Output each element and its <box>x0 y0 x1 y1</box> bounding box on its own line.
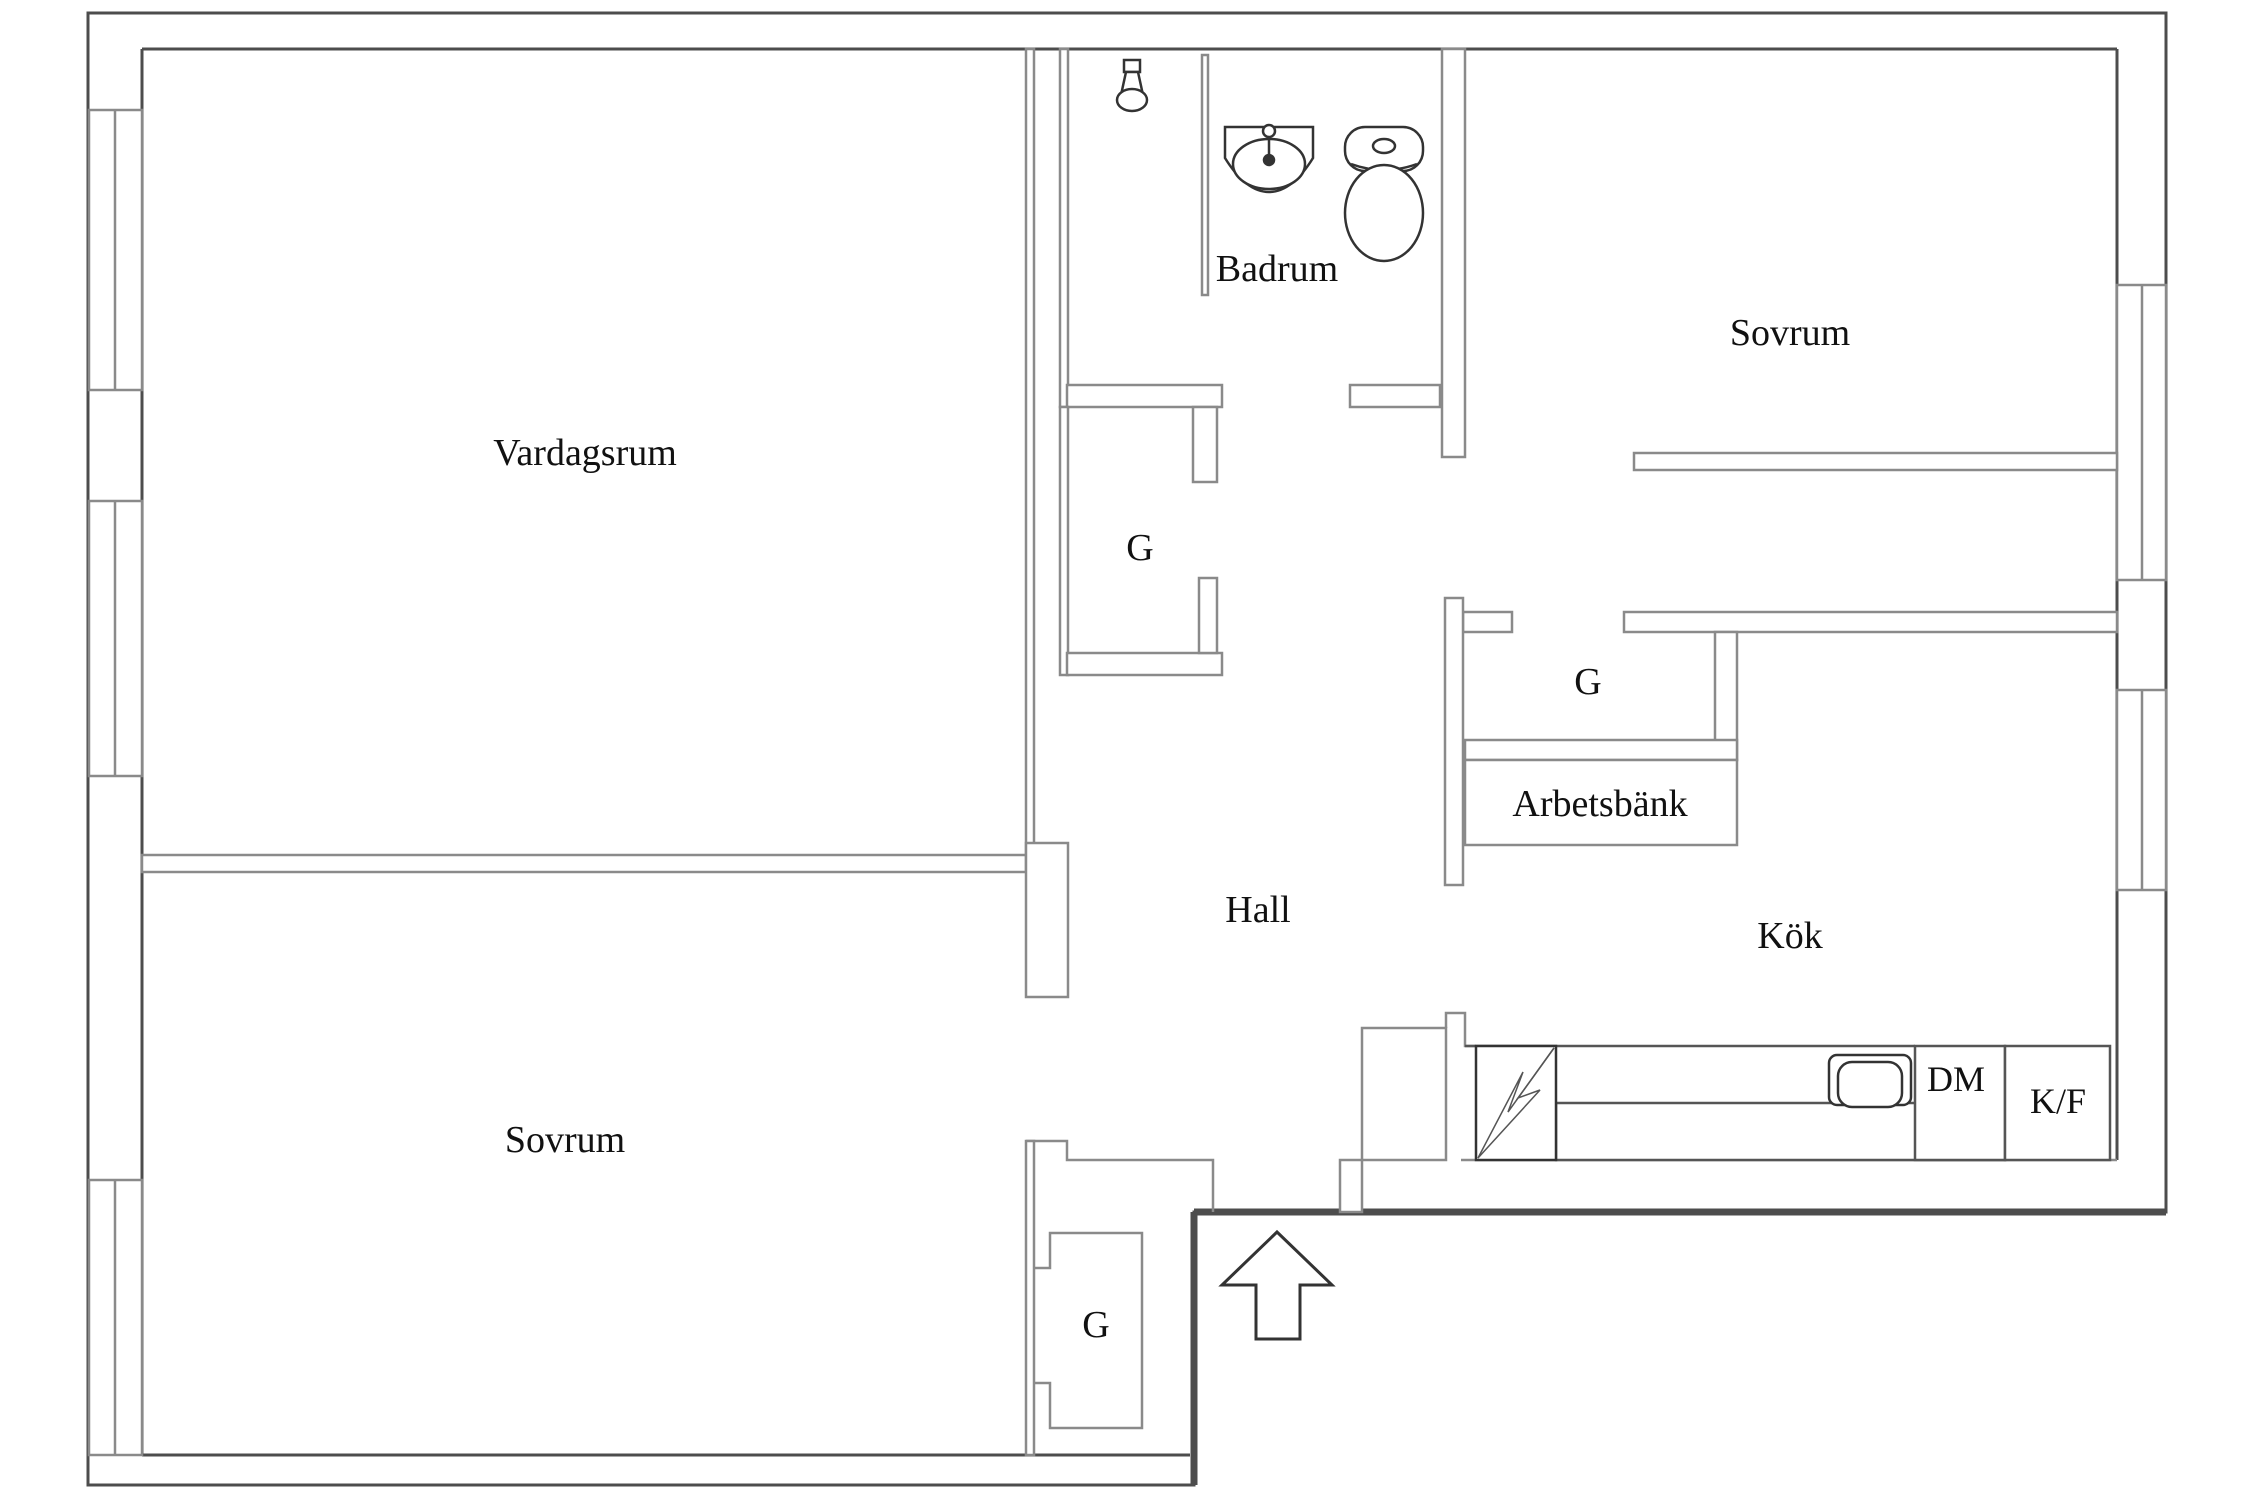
bathroom-fixtures <box>1115 58 1425 263</box>
label-closet-bedroom: G <box>1082 1304 1109 1346</box>
label-hall: Hall <box>1225 889 1290 931</box>
sink-icon <box>1223 123 1315 194</box>
label-workbench: Arbetsbänk <box>1512 783 1687 825</box>
window-marker-right-2 <box>2115 688 2168 892</box>
window-marker-left-2 <box>87 499 144 778</box>
workbench-box <box>1463 758 1739 847</box>
dishwasher-box <box>1913 1044 2007 1162</box>
wall-shower-partition <box>1200 53 1210 297</box>
shower-icon <box>1115 58 1149 113</box>
outer-walls <box>86 11 2168 1487</box>
label-bedroom-top: Sovrum <box>1730 312 1850 354</box>
wall-divider-livingroom-bedroom <box>140 853 1028 874</box>
label-fridge-freezer: K/F <box>2030 1081 2086 1121</box>
wall-kitchen-west <box>1443 596 1465 887</box>
room-labels: Vardagsrum Badrum Sovrum G G Arbetsbänk … <box>493 248 2086 1346</box>
window-marker-right-1 <box>2115 283 2168 582</box>
kitchen-counter <box>1465 1044 2112 1162</box>
entrance-arrow-icon <box>1218 1229 1336 1341</box>
wall-bedroomtop-south <box>1632 451 2119 472</box>
label-kitchen: Kök <box>1757 915 1822 957</box>
toilet-icon <box>1343 125 1425 263</box>
label-bedroom-bottom: Sovrum <box>505 1119 625 1161</box>
wall-bedroombottom-east <box>1024 1139 1036 1457</box>
label-closet-hall: G <box>1126 527 1153 569</box>
label-bathroom: Badrum <box>1216 248 1338 290</box>
label-closet-kitchen: G <box>1574 661 1601 703</box>
label-dishwasher: DM <box>1927 1059 1985 1099</box>
window-marker-left-1 <box>87 108 144 392</box>
interior-walls <box>140 47 2119 1457</box>
kitchen-sink-icon <box>1827 1053 1913 1109</box>
wall-bedroomtop-west <box>1440 47 1467 459</box>
window-marker-left-3 <box>87 1178 144 1457</box>
label-living-room: Vardagsrum <box>493 432 677 474</box>
wall-livingroom-right <box>1024 47 1036 857</box>
exterior-outline <box>86 11 2168 1487</box>
closet-bedroom-outline <box>1033 1231 1144 1430</box>
windows <box>87 108 2168 1457</box>
fridge-freezer-box <box>2003 1044 2112 1162</box>
stove-icon <box>1474 1044 1558 1162</box>
